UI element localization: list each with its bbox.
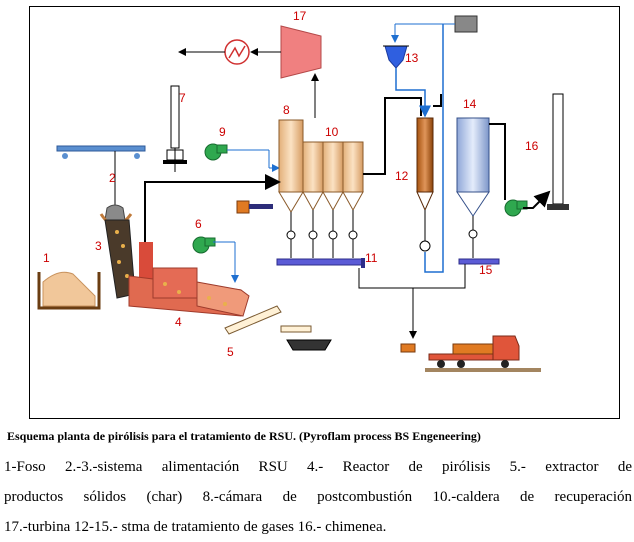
valve-icon — [419, 240, 431, 252]
label-15: 15 — [479, 263, 493, 277]
label-1: 1 — [43, 251, 50, 265]
label-4: 4 — [175, 315, 182, 329]
label-10: 10 — [325, 125, 339, 139]
fan-icon — [204, 143, 280, 172]
label-11: 11 — [365, 251, 378, 265]
postcombustion-chamber — [278, 119, 304, 232]
truck-icon — [400, 335, 541, 372]
recovery-boiler — [302, 141, 364, 232]
legend-line: 1-Foso 2.-3.-sistema alimentación RSU 4.… — [4, 459, 632, 475]
label-13: 13 — [405, 51, 419, 65]
valve-icon — [468, 229, 478, 239]
legend-line: 17.-turbina 12-15.- stma de tratamiento … — [4, 519, 387, 535]
label-7: 7 — [179, 91, 186, 105]
pyrolysis-plant-diagram: 1 2 3 4 5 6 7 8 9 10 11 12 13 14 15 16 1… — [29, 6, 620, 419]
label-6: 6 — [195, 217, 202, 231]
generator-icon — [178, 39, 250, 65]
crane — [56, 145, 146, 227]
label-8: 8 — [283, 103, 290, 117]
fan-icon — [504, 199, 528, 217]
label-9: 9 — [219, 125, 226, 139]
chimney — [547, 93, 569, 210]
label-2: 2 — [109, 171, 116, 185]
legend-text: 1-Foso 2.-3.-sistema alimentación RSU 4.… — [4, 452, 632, 542]
figure-caption: Esquema planta de pirólisis para el trat… — [7, 429, 481, 443]
label-3: 3 — [95, 239, 102, 253]
label-14: 14 — [463, 97, 477, 111]
reagent-hopper — [383, 15, 478, 69]
screw-conveyor — [458, 258, 500, 265]
label-17: 17 — [293, 9, 307, 23]
gas-reactor — [416, 117, 434, 252]
label-5: 5 — [227, 345, 234, 359]
pit — [37, 271, 101, 310]
burner-icon — [236, 200, 273, 214]
turbine — [250, 25, 322, 118]
screw-conveyor — [276, 258, 365, 268]
fan-icon — [192, 236, 239, 283]
char-extractor — [224, 305, 332, 351]
legend-line: productos sólidos (char) 8.-cámara de po… — [4, 489, 632, 505]
label-16: 16 — [525, 139, 539, 153]
waste-dots — [115, 230, 129, 278]
bag-filter — [456, 117, 490, 258]
label-12: 12 — [395, 169, 409, 183]
pyrolysis-reactor — [128, 242, 250, 317]
valve-icon — [286, 230, 358, 240]
